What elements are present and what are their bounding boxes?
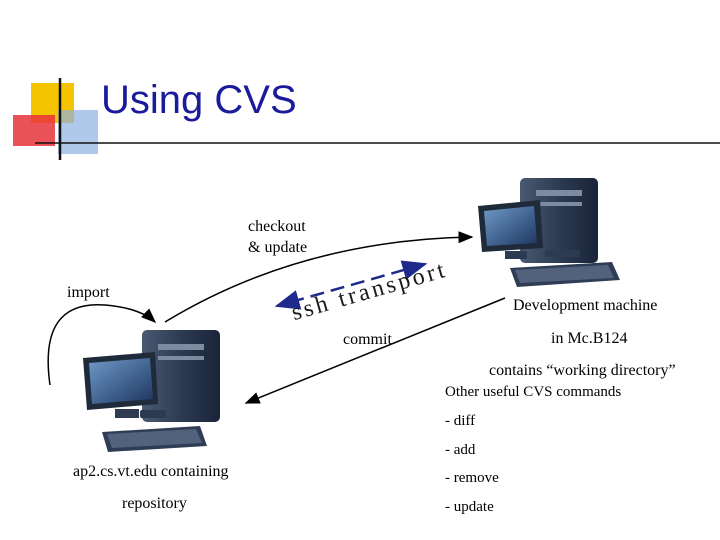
dev-machine-label: Development machine xyxy=(513,297,658,314)
logo-red-block xyxy=(13,115,55,146)
page-title: Using CVS xyxy=(101,78,297,122)
checkout-label: checkout xyxy=(248,218,306,235)
commit-arrow xyxy=(244,297,506,404)
repository-label: repository xyxy=(122,495,187,512)
command-item: - add xyxy=(445,442,476,458)
command-item: - update xyxy=(445,499,494,515)
command-item: - diff xyxy=(445,413,476,429)
commit-label: commit xyxy=(343,331,392,348)
logo-blue-block xyxy=(58,110,98,154)
commands-heading: Other useful CVS commands xyxy=(445,384,622,400)
ssh-transport-arrow xyxy=(274,262,426,310)
import-label: import xyxy=(67,284,110,301)
checkout-arrow xyxy=(164,231,474,323)
update-label: & update xyxy=(248,239,308,256)
dev-location-label: in Mc.B124 xyxy=(551,330,628,347)
command-item: - remove xyxy=(445,470,499,486)
import-arrow xyxy=(47,304,157,386)
computer-icon xyxy=(83,330,220,452)
working-directory-label: contains “working directory” xyxy=(489,362,676,379)
computer-icon xyxy=(478,178,620,287)
server-label: ap2.cs.vt.edu containing xyxy=(73,463,229,480)
